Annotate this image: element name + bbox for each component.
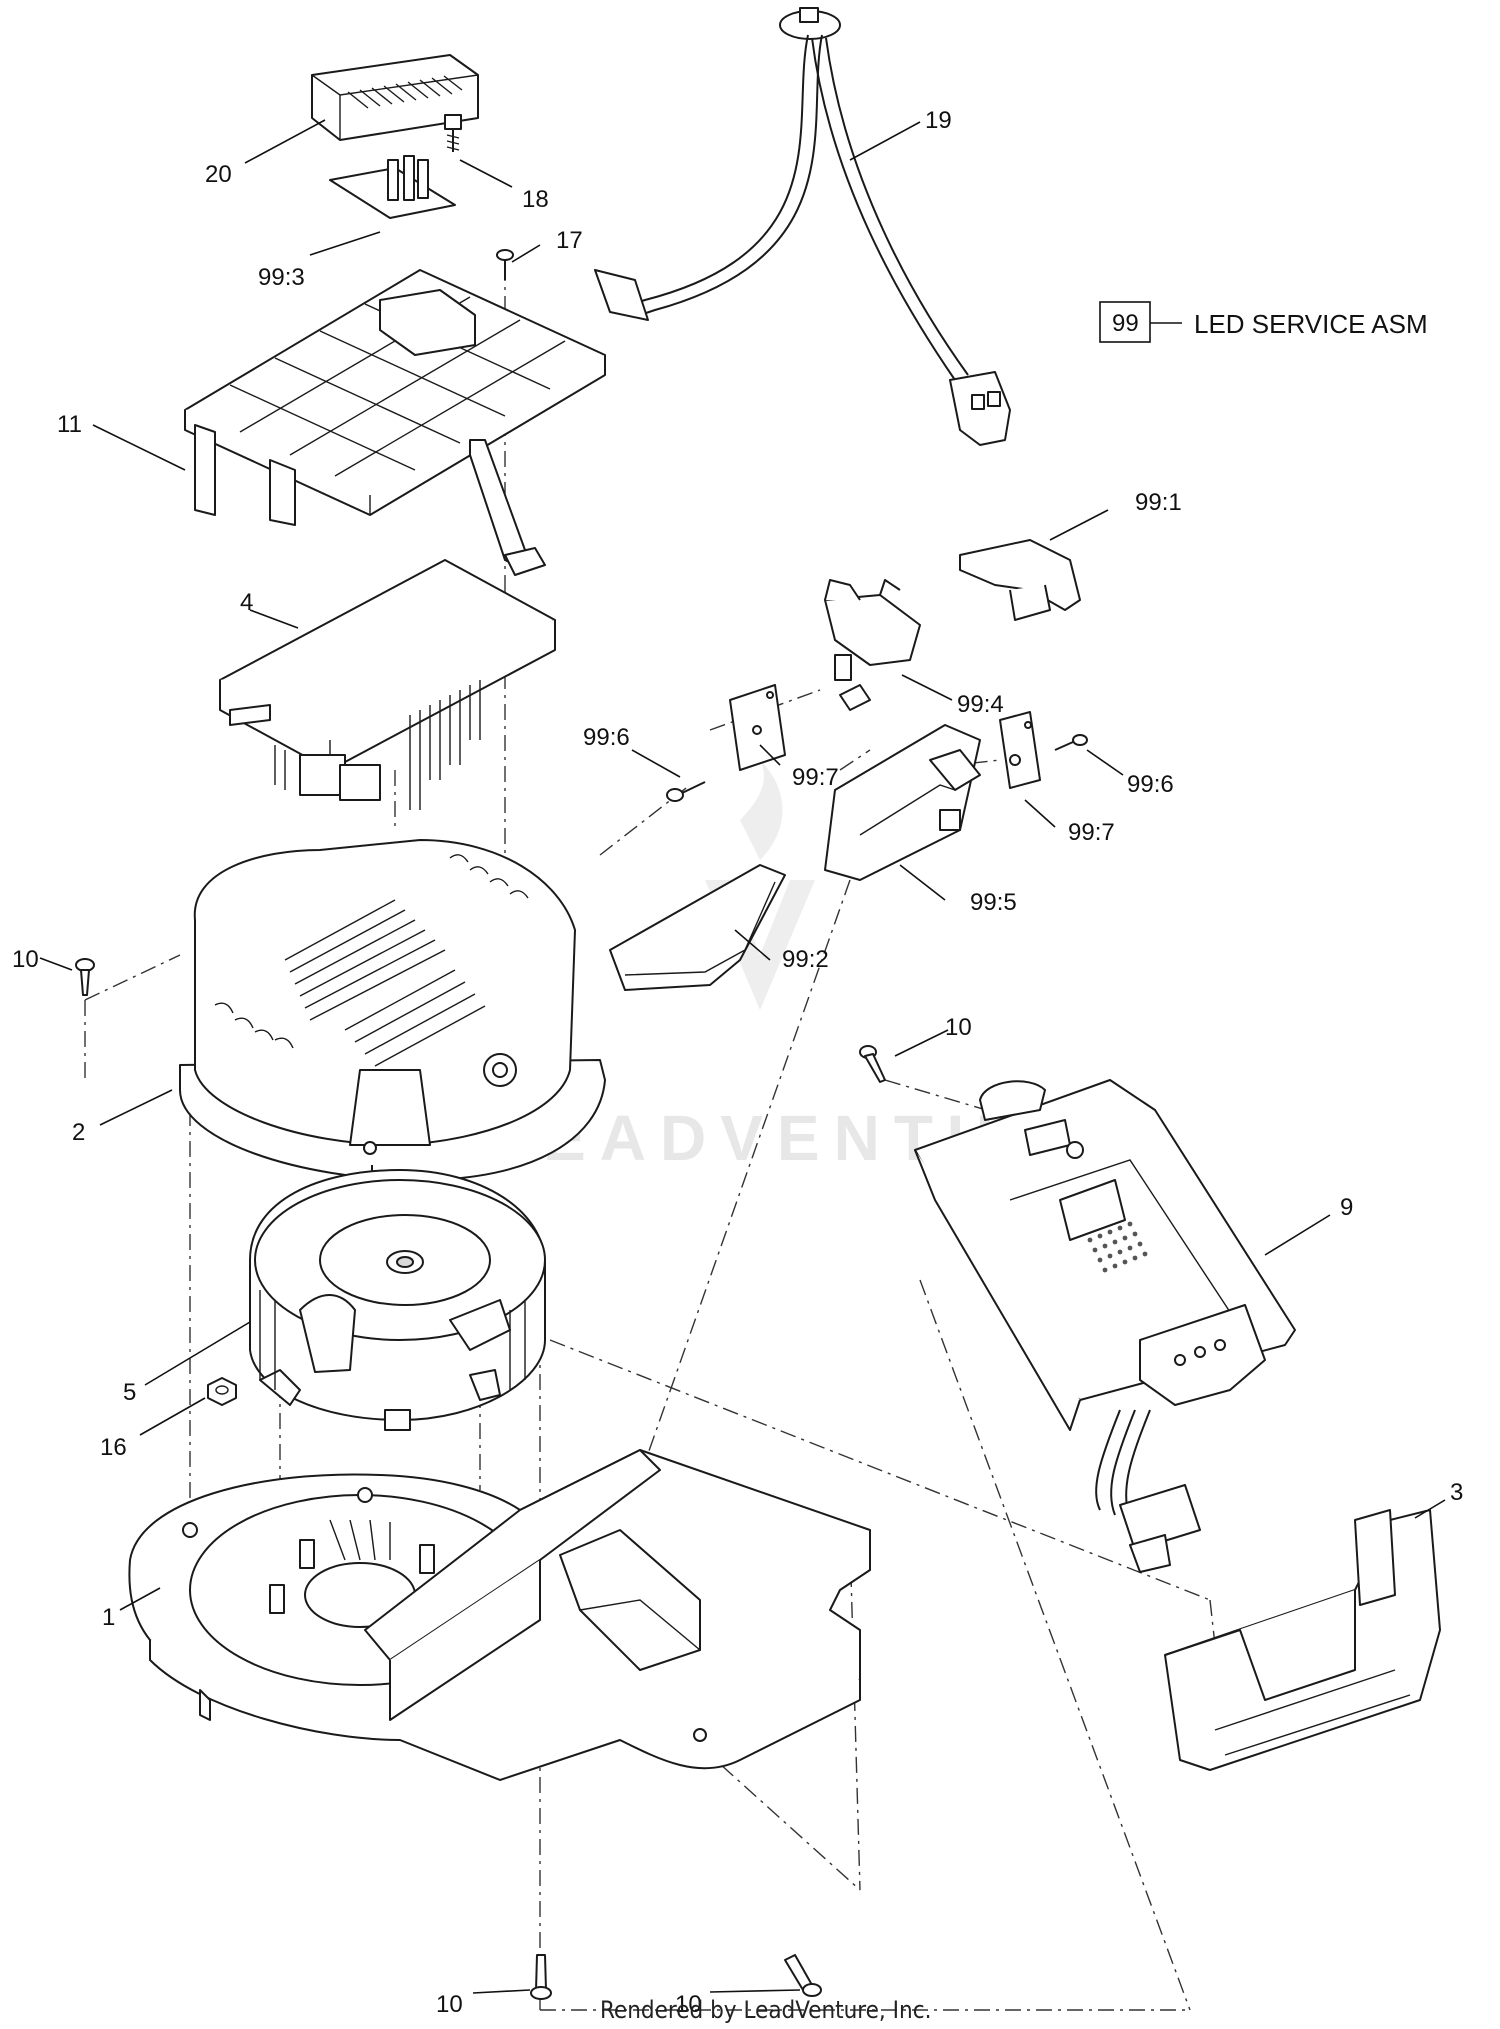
part-4-controller bbox=[219, 559, 556, 810]
part-20-led-cover bbox=[311, 54, 479, 141]
callout-18: 18 bbox=[522, 186, 549, 213]
part-5-motor bbox=[249, 1169, 546, 1431]
legend-text: LED SERVICE ASM bbox=[1194, 309, 1428, 339]
part-1-base bbox=[128, 1449, 871, 1781]
part-16-nut bbox=[207, 1377, 237, 1406]
part-2-fan-cover bbox=[179, 839, 606, 1185]
part-10-screw-b bbox=[859, 1045, 886, 1083]
part-18-screw bbox=[444, 114, 462, 152]
part-99-5-housing bbox=[824, 724, 981, 881]
part-17-screw bbox=[496, 249, 514, 280]
part-10-screw-d bbox=[784, 1954, 822, 1997]
part-11-bracket bbox=[184, 269, 606, 576]
callout-99-6-right: 99:6 bbox=[1127, 771, 1174, 798]
part-99-2-lens bbox=[609, 864, 786, 991]
legend: 99 LED SERVICE ASM bbox=[1099, 301, 1428, 343]
part-99-3-led-board bbox=[329, 155, 456, 219]
leader-lines bbox=[39, 119, 1446, 1994]
part-9-battery-tray bbox=[914, 1079, 1296, 1573]
render-credit: Rendered by LeadVenture, Inc. bbox=[600, 1996, 931, 2024]
part-99-1-clip bbox=[959, 539, 1081, 621]
part-99-6-screw-b bbox=[1054, 734, 1088, 751]
callout-20: 20 bbox=[205, 161, 232, 188]
part-10-screw-c bbox=[530, 1954, 552, 2000]
callout-99-3: 99:3 bbox=[258, 264, 305, 291]
callout-99-7-left: 99:7 bbox=[792, 764, 839, 791]
part-99-6-screw-a bbox=[666, 781, 706, 802]
legend-box-label: 99 bbox=[1112, 310, 1139, 337]
callout-99-1: 99:1 bbox=[1135, 489, 1182, 516]
callout-10-tray: 10 bbox=[945, 1014, 972, 1041]
callout-99-2: 99:2 bbox=[782, 946, 829, 973]
part-19-harness bbox=[594, 7, 1011, 446]
callout-10-bottom-left: 10 bbox=[436, 1991, 463, 2018]
callout-99-6-left: 99:6 bbox=[583, 724, 630, 751]
callout-99-4: 99:4 bbox=[957, 691, 1004, 718]
callout-16: 16 bbox=[100, 1434, 127, 1461]
callout-9: 9 bbox=[1340, 1194, 1353, 1221]
callout-3: 3 bbox=[1450, 1479, 1463, 1506]
callout-1: 1 bbox=[102, 1604, 115, 1631]
callout-10-left: 10 bbox=[12, 946, 39, 973]
callout-99-5: 99:5 bbox=[970, 889, 1017, 916]
callout-99-7-right: 99:7 bbox=[1068, 819, 1115, 846]
callout-19: 19 bbox=[925, 107, 952, 134]
part-3-holder bbox=[1164, 1509, 1441, 1771]
part-99-4-holder bbox=[824, 579, 921, 711]
callout-10-bottom-right: 10 bbox=[675, 1991, 702, 2018]
part-99-7-plate-a bbox=[729, 684, 786, 771]
callout-17: 17 bbox=[556, 227, 583, 254]
callout-4: 4 bbox=[240, 589, 253, 616]
callout-11: 11 bbox=[57, 411, 82, 438]
part-10-screw-a bbox=[75, 958, 95, 996]
callouts: 20 18 19 17 99:3 11 99:1 4 99:4 99:6 99:… bbox=[12, 107, 1463, 2018]
callout-5: 5 bbox=[123, 1379, 136, 1406]
callout-2: 2 bbox=[72, 1119, 85, 1146]
part-99-7-plate-b bbox=[999, 711, 1041, 789]
